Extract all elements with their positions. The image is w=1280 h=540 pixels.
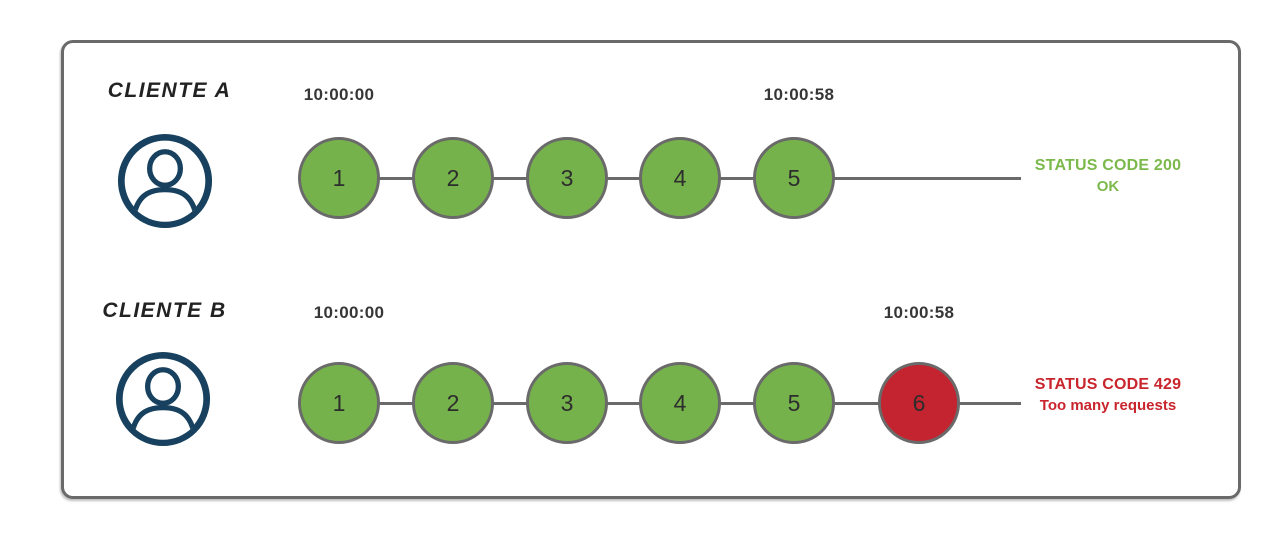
request-circle-ok: 3 bbox=[526, 137, 608, 219]
client-b-end-time: 10:00:58 bbox=[883, 303, 955, 322]
client-a-end-time: 10:00:58 bbox=[763, 85, 835, 104]
client-a-start-time: 10:00:00 bbox=[303, 85, 375, 104]
request-circle-ok: 2 bbox=[412, 137, 494, 219]
diagram-panel: CLIENTE A 10:00:00 10:00:58 STATUS CODE … bbox=[61, 40, 1241, 499]
client-a-status: STATUS CODE 200 OK bbox=[1027, 155, 1189, 197]
client-a-row: CLIENTE A 10:00:00 10:00:58 STATUS CODE … bbox=[64, 43, 1238, 496]
status-code-text: STATUS CODE 200 bbox=[1034, 157, 1182, 174]
client-b-row: CLIENTE B 10:00:00 10:00:58 STATUS CODE … bbox=[64, 43, 1238, 496]
request-circle-ok: 1 bbox=[298, 137, 380, 219]
status-message-text: OK bbox=[1096, 178, 1120, 195]
request-circle-ok: 5 bbox=[753, 362, 835, 444]
status-message-text: Too many requests bbox=[1039, 397, 1177, 414]
user-avatar-icon bbox=[117, 133, 213, 229]
client-a-label: CLIENTE A bbox=[107, 79, 232, 102]
request-circle-ok: 1 bbox=[298, 362, 380, 444]
user-avatar-icon bbox=[115, 351, 211, 447]
request-circle-ok: 3 bbox=[526, 362, 608, 444]
status-code-text: STATUS CODE 429 bbox=[1034, 376, 1182, 393]
client-b-label: CLIENTE B bbox=[102, 299, 227, 322]
request-circle-ok: 2 bbox=[412, 362, 494, 444]
request-circle-error: 6 bbox=[878, 362, 960, 444]
request-circle-ok: 4 bbox=[639, 137, 721, 219]
request-circle-ok: 5 bbox=[753, 137, 835, 219]
client-b-start-time: 10:00:00 bbox=[313, 303, 385, 322]
client-b-status: STATUS CODE 429 Too many requests bbox=[1027, 374, 1189, 416]
request-circle-ok: 4 bbox=[639, 362, 721, 444]
